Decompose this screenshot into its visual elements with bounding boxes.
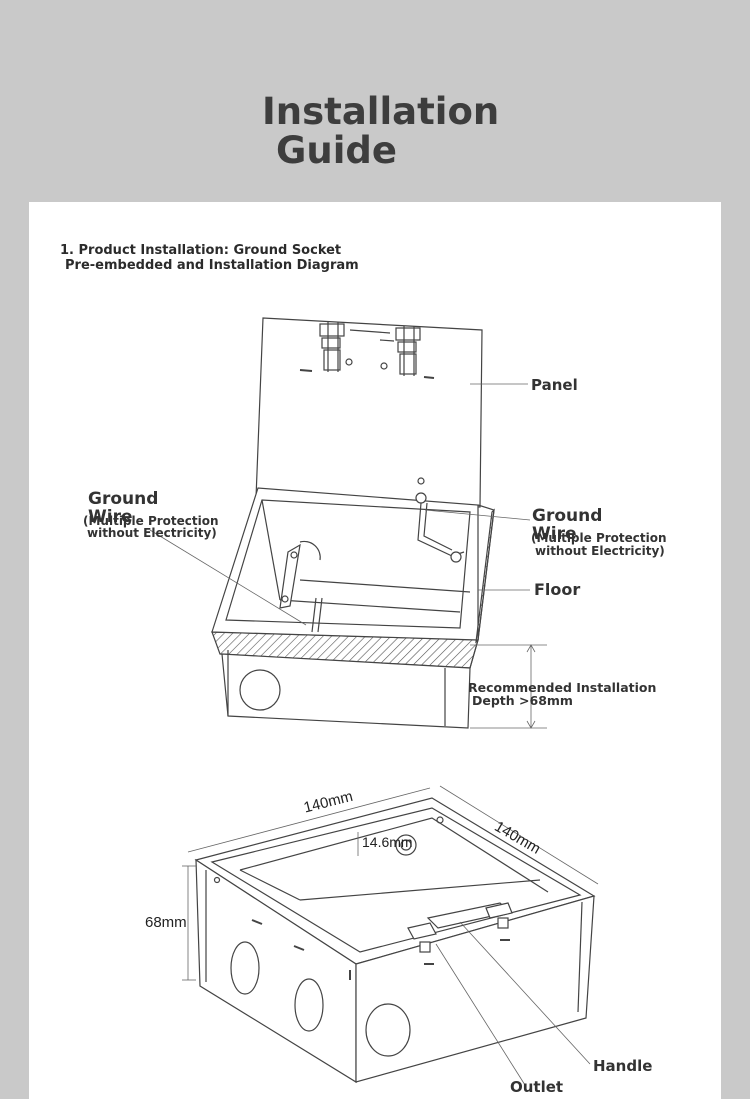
section-heading-line2: Pre-embedded and Installation Diagram: [65, 258, 359, 273]
ground-wire-right-note-line1: (Multiple Protection: [531, 531, 667, 545]
page-title-line1: Installation: [262, 90, 500, 133]
floor-box-drawing: [211, 317, 495, 729]
handle-label: Handle: [593, 1057, 653, 1075]
panel-label: Panel: [531, 376, 578, 394]
dimension-lines: [182, 785, 599, 1086]
ground-wire-left-note-line1: (Multiple Protection: [83, 514, 219, 528]
ground-wire-right-label: Ground Wire: [532, 506, 603, 544]
panel-lid: [255, 317, 483, 508]
ground-wire-right-note-line2: without Electricity): [535, 544, 665, 558]
hinge-left: [319, 322, 353, 372]
height-dimension: 68mm: [145, 914, 187, 931]
depth-label-line1: Recommended Installation: [468, 680, 657, 695]
inner-depth-dimension: 14.6mm: [362, 834, 413, 850]
outlet-label: Outlet: [510, 1078, 564, 1096]
box-dimension-drawing: [194, 797, 596, 1084]
leader-lines-top: [149, 383, 547, 729]
page-title: Installation Guide: [262, 92, 499, 170]
page-title-line2: Guide: [276, 129, 397, 172]
ground-wire-left-label: Ground Wire: [88, 489, 159, 527]
floor-label: Floor: [534, 580, 581, 599]
section-heading: 1. Product Installation: Ground Socket P…: [60, 243, 359, 273]
ground-wire-left-note-line2: without Electricity): [87, 526, 217, 540]
depth-label-line2: Depth >68mm: [472, 693, 573, 708]
hinge-right: [380, 326, 421, 376]
section-heading-line1: 1. Product Installation: Ground Socket: [60, 243, 342, 258]
